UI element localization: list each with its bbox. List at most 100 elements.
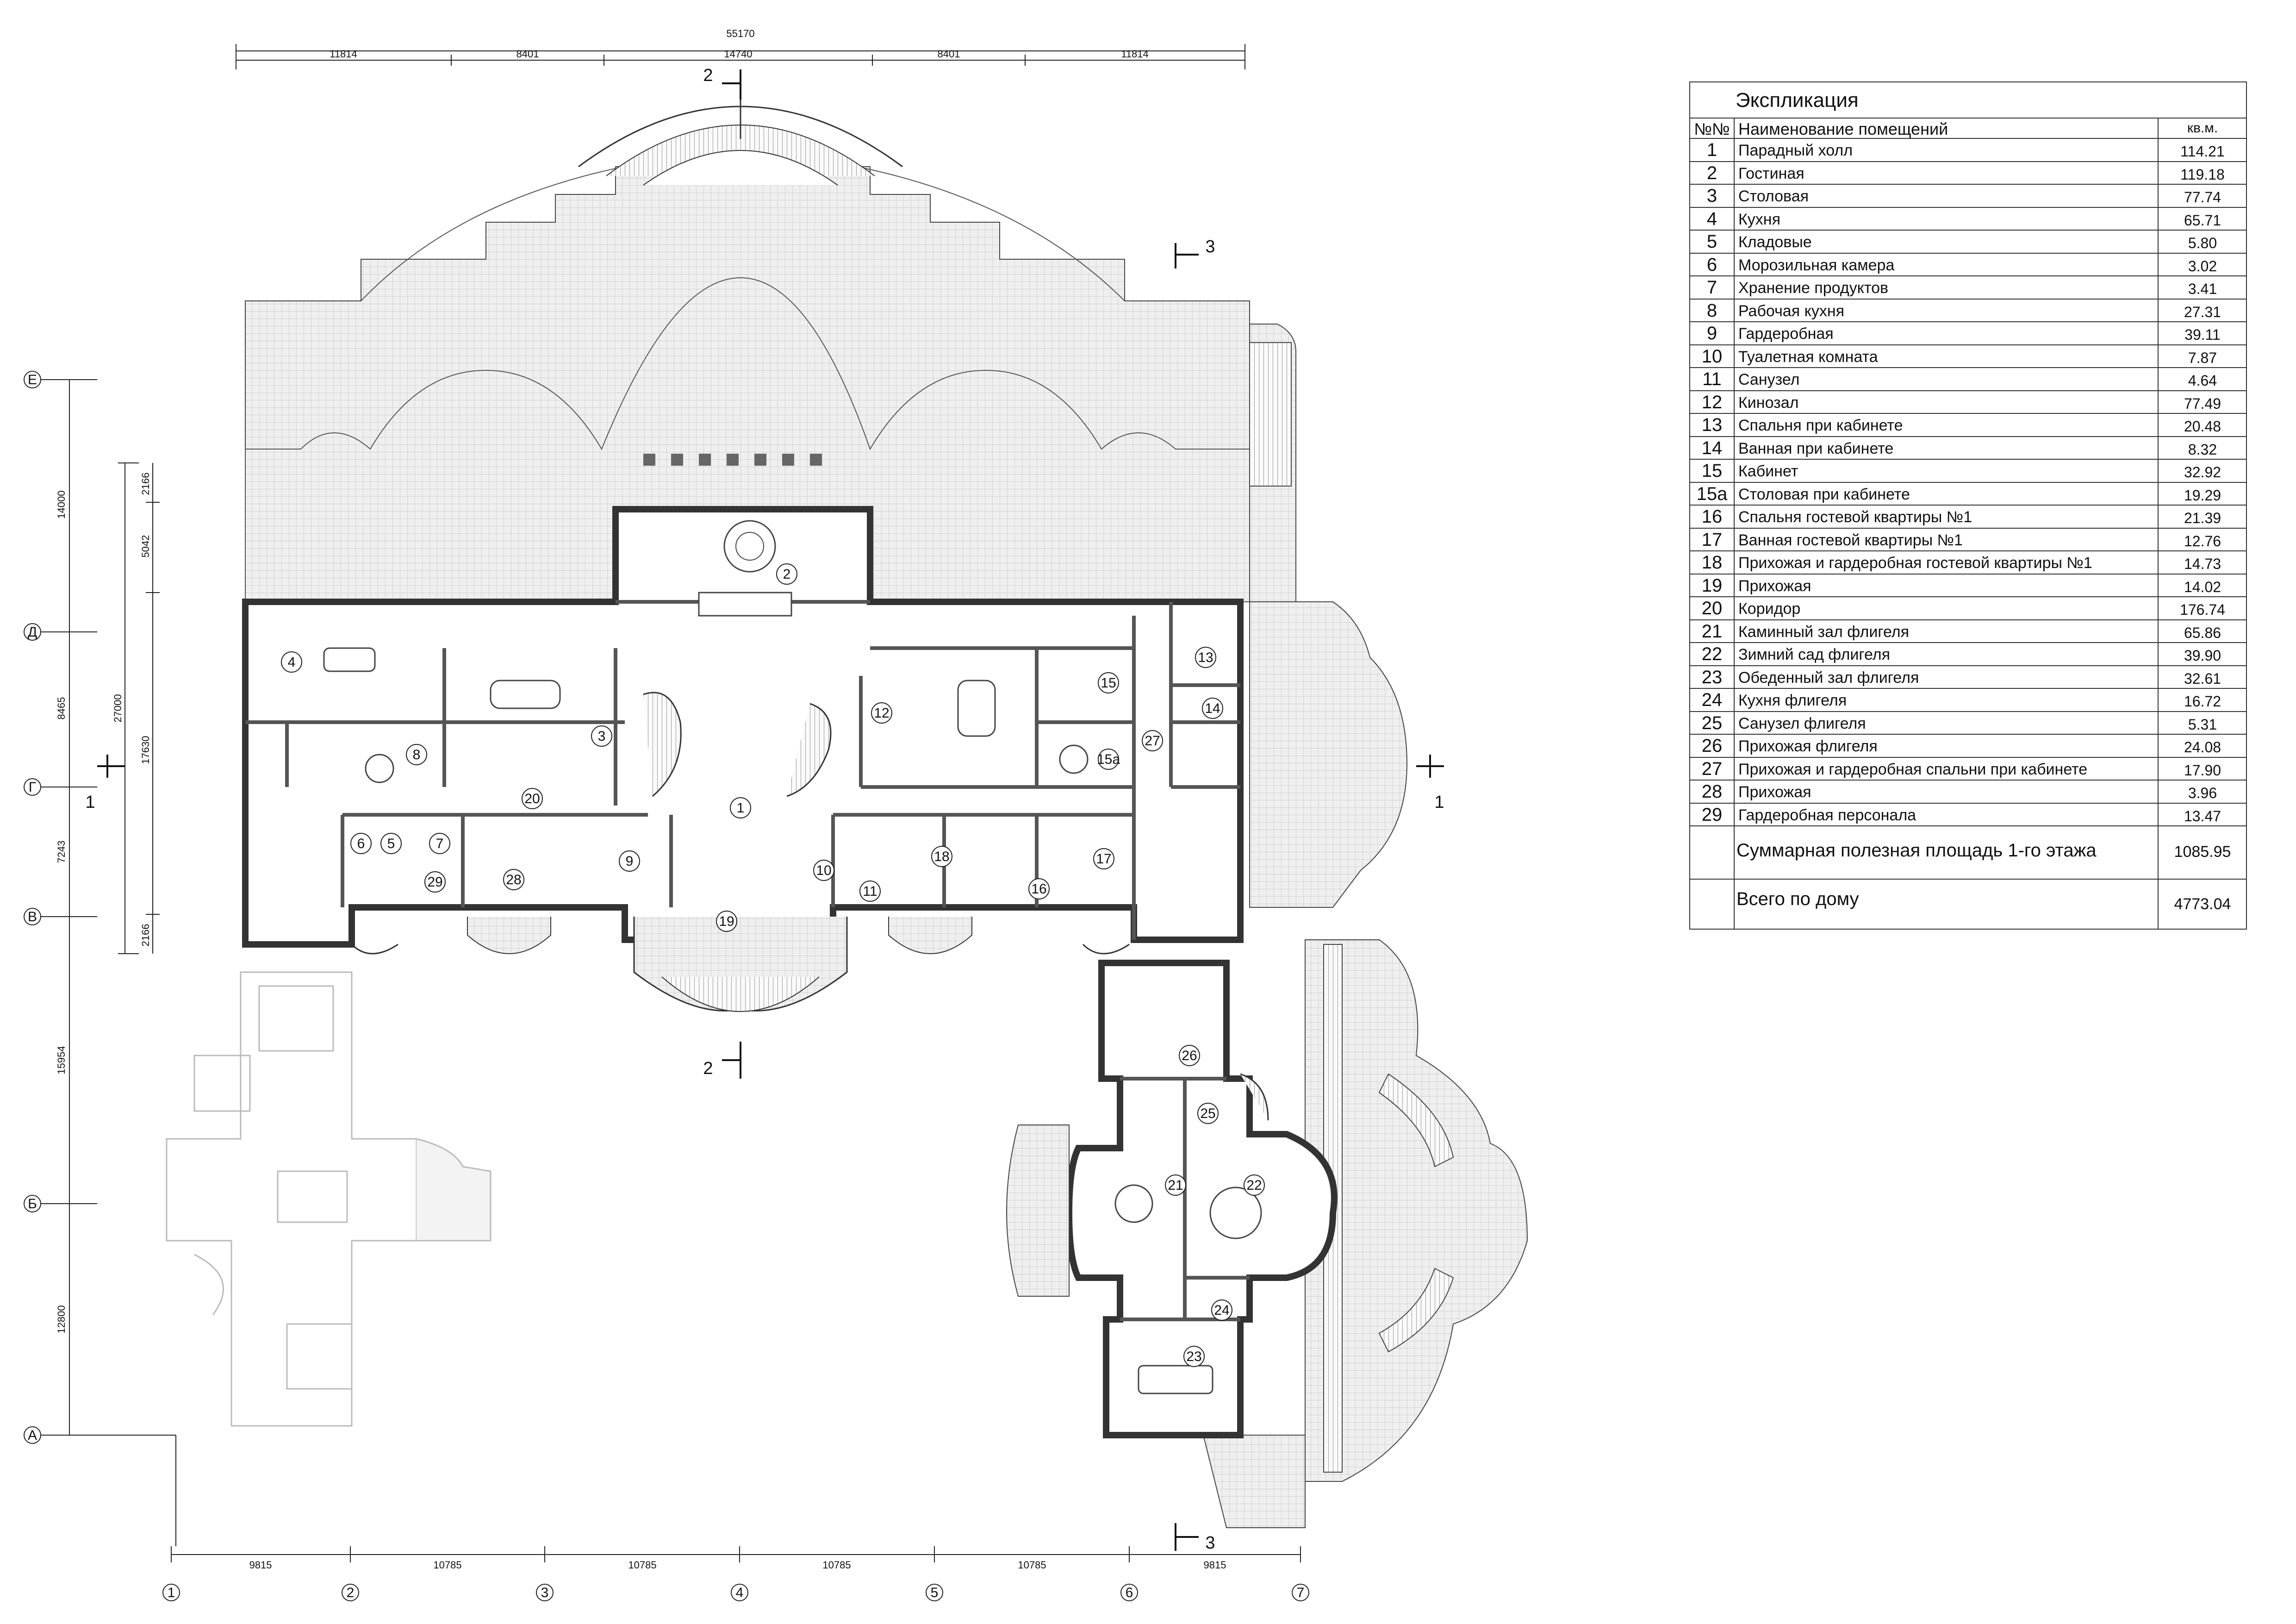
- dim-bottom-seg: 10785: [822, 1559, 851, 1571]
- row-name: Ванная при кабинете: [1738, 439, 1894, 457]
- west-wing-faded: [166, 971, 492, 1427]
- room-number-circle: [1202, 698, 1223, 719]
- explication-title: Экспликация: [1736, 89, 1859, 112]
- row-area: 65.71: [2184, 212, 2221, 229]
- row-name: Прихожая и гардеробная спальни при кабин…: [1738, 760, 2088, 778]
- room-number-circle: [1165, 1174, 1186, 1196]
- row-num: 12: [1701, 392, 1723, 412]
- row-num: 5: [1706, 231, 1717, 252]
- axis-col-label: 5: [931, 1585, 939, 1600]
- top-dimension-chain: [236, 44, 1245, 69]
- dim-top-seg: 8401: [938, 48, 960, 60]
- row-num: 11: [1702, 369, 1722, 389]
- room-number-circle: [424, 871, 446, 893]
- row-name: Прихожая флигеля: [1738, 737, 1878, 755]
- row-num: 29: [1701, 804, 1723, 825]
- room-number-circle: [716, 911, 737, 932]
- room-number: 15: [1101, 675, 1116, 691]
- room-number: 21: [1168, 1178, 1183, 1193]
- bottom-dimension-chain: [171, 1546, 1301, 1562]
- axis-col-label: 1: [168, 1585, 175, 1600]
- row-area: 21.39: [2184, 510, 2221, 526]
- main-building: [242, 454, 1244, 1012]
- room-number: 11: [863, 884, 877, 899]
- dim-left-inner: 5042: [140, 535, 151, 558]
- dim-left: 7243: [56, 841, 67, 863]
- row-area: 16.72: [2184, 693, 2221, 710]
- row-num: 4: [1706, 208, 1717, 229]
- row-area: 27.31: [2184, 303, 2221, 320]
- dim-bottom-seg: 9815: [1204, 1559, 1226, 1571]
- room-number-circle: [1093, 848, 1114, 869]
- room-number: 2: [783, 567, 791, 582]
- row-num: 25: [1701, 712, 1723, 733]
- row-name: Морозильная камера: [1738, 256, 1895, 274]
- room-number: 14: [1205, 701, 1220, 716]
- row-num: 26: [1701, 736, 1723, 756]
- room-number-circle: [931, 846, 952, 867]
- row-num: 20: [1701, 598, 1723, 618]
- room-number-circle: [776, 563, 797, 585]
- row-area: 7.87: [2188, 349, 2217, 366]
- row-num: 16: [1701, 506, 1723, 527]
- dim-top-seg: 14740: [724, 48, 752, 60]
- room-number-circle: [1244, 1174, 1265, 1196]
- row-area: 24.08: [2184, 739, 2221, 756]
- column-axes: [162, 1584, 1309, 1601]
- section-2-north: 2: [703, 66, 713, 85]
- row-area: 19.29: [2184, 487, 2221, 504]
- row-name: Гардеробная персонала: [1738, 806, 1916, 824]
- axis-col-label: 7: [1297, 1585, 1305, 1600]
- row-num: 22: [1701, 644, 1723, 664]
- header-name: Наименование помещений: [1738, 119, 1948, 138]
- row-name: Санузел флигеля: [1738, 714, 1866, 732]
- explication-row: 26 Прихожая флигеля 24.08: [1690, 735, 2246, 758]
- room-number-circle: [429, 833, 450, 854]
- room-number-circle: [1142, 730, 1163, 751]
- row-name: Туалетная комната: [1738, 348, 1878, 366]
- row-name: Ванная гостевой квартиры №1: [1738, 531, 1963, 549]
- row-name: Столовая: [1738, 187, 1809, 205]
- room-number-circle: [522, 788, 543, 809]
- total-row: Всего по дому 4773.04: [1690, 880, 2246, 930]
- row-area: 12.76: [2184, 532, 2221, 550]
- row-area: 20.48: [2184, 418, 2221, 435]
- row-area: 114.21: [2180, 143, 2225, 160]
- section-3-north: 3: [1205, 237, 1215, 256]
- room-number: 10: [816, 863, 831, 878]
- room-number-circle: [871, 702, 892, 724]
- summary-value: 1085.95: [2174, 843, 2231, 861]
- row-area: 14.02: [2184, 578, 2221, 595]
- row-name: Каминный зал флигеля: [1738, 623, 1910, 641]
- row-num: 8: [1706, 300, 1717, 321]
- room-number-circle: [503, 869, 524, 890]
- east-wing: [1006, 960, 1338, 1438]
- row-num: 9: [1706, 323, 1717, 344]
- header-num: №№: [1694, 119, 1730, 138]
- row-area: 77.49: [2184, 395, 2221, 412]
- room-number: 6: [357, 836, 365, 851]
- row-name: Спальня при кабинете: [1738, 417, 1903, 434]
- dim-bottom-seg: 10785: [628, 1559, 656, 1571]
- room-number: 18: [934, 849, 949, 864]
- room-number: 19: [719, 914, 734, 929]
- row-area: 8.32: [2188, 441, 2217, 458]
- room-number-circle: [281, 651, 302, 673]
- row-num: 15: [1701, 461, 1723, 481]
- axis-row-label: А: [28, 1428, 37, 1443]
- room-number: 9: [626, 854, 634, 869]
- row-num: 19: [1701, 575, 1723, 596]
- row-name: Гардеробная: [1738, 325, 1834, 343]
